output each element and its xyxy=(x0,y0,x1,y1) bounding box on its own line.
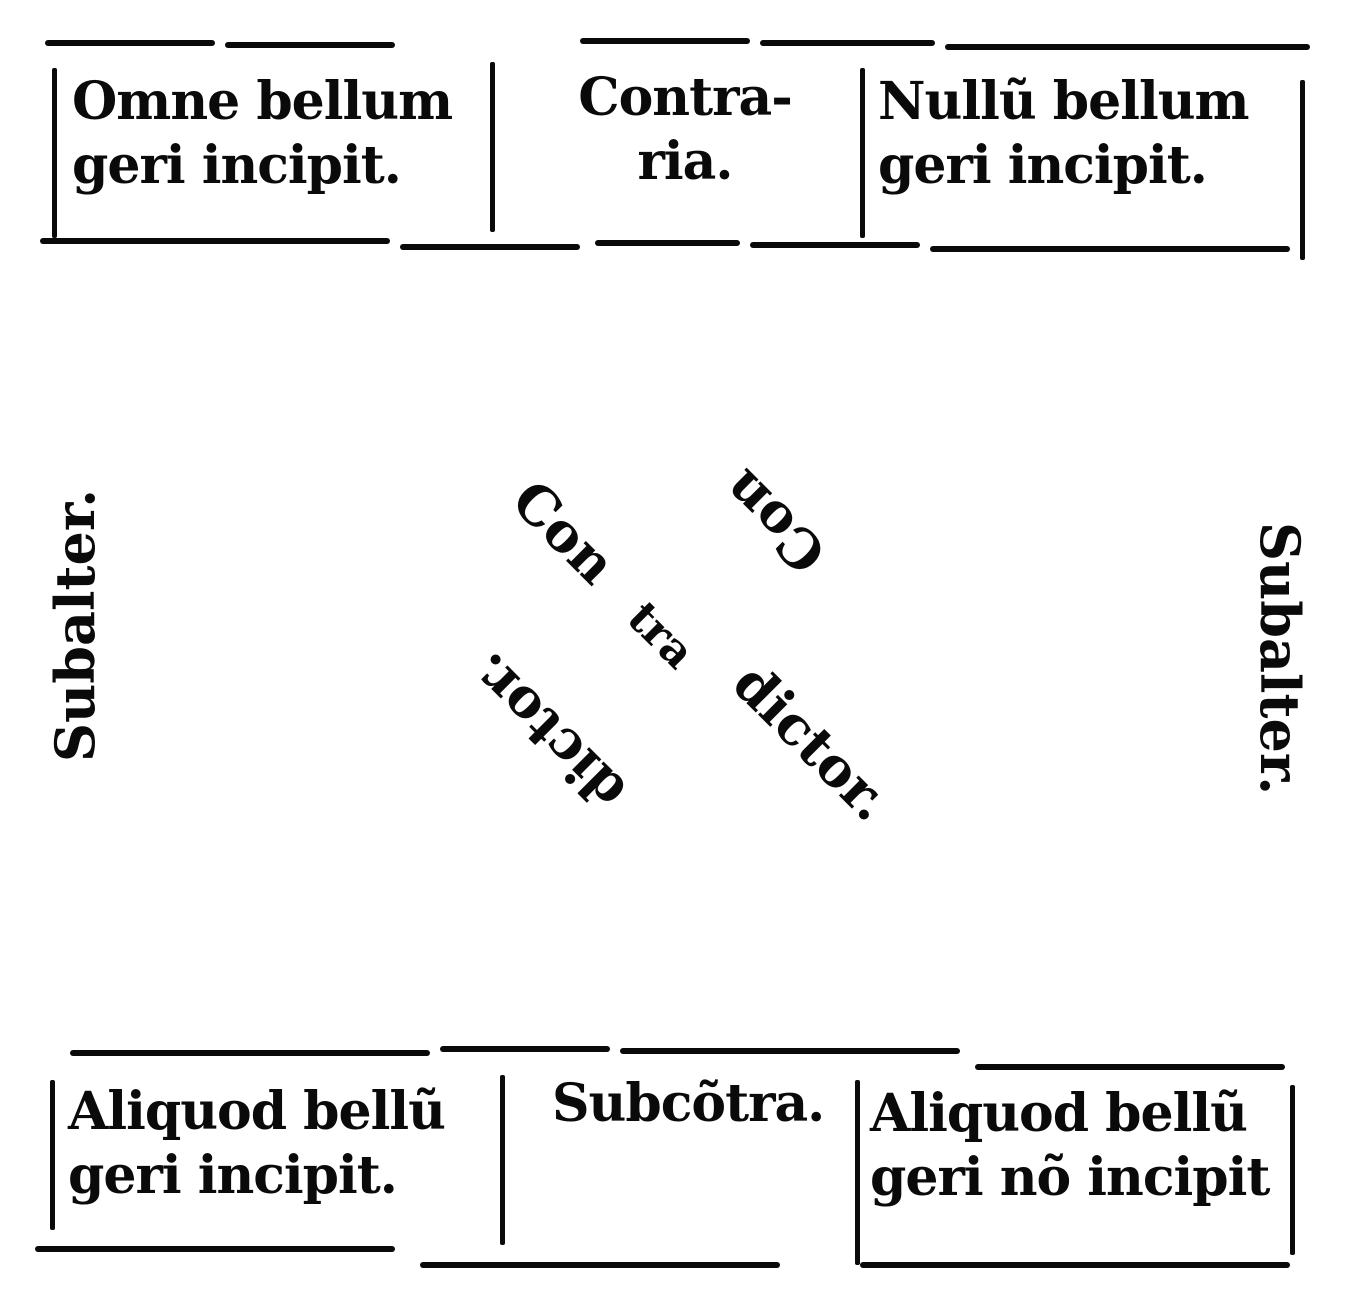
diagonal-dictor-2: dictor. xyxy=(455,640,639,824)
rule xyxy=(45,40,215,46)
contraria-line2: ria. xyxy=(637,131,734,192)
rule xyxy=(945,44,1310,50)
rule xyxy=(750,242,920,248)
o-proposition-line1: Aliquod bellũ xyxy=(870,1083,1248,1144)
bracket xyxy=(490,62,495,232)
rule xyxy=(580,38,750,44)
subcontraria-label: Subcõtra. xyxy=(552,1073,825,1134)
rule xyxy=(860,1262,1290,1268)
o-proposition-line2: geri nõ incipit xyxy=(870,1147,1270,1208)
bottom-middle-box: Subcõtra. xyxy=(552,1072,825,1136)
top-left-box: Omne bellum geri incipit. xyxy=(72,70,453,198)
diagonal-dictor-1: dictor. xyxy=(720,650,904,834)
contraria-line1: Contra- xyxy=(578,67,793,128)
rule xyxy=(930,246,1290,252)
i-proposition-line2: geri incipit. xyxy=(68,1145,398,1206)
bottom-right-box: Aliquod bellũ geri nõ incipit xyxy=(870,1082,1270,1210)
bracket xyxy=(1300,80,1305,260)
bracket xyxy=(52,68,57,238)
rule xyxy=(440,1046,610,1052)
bracket xyxy=(860,68,865,238)
bracket xyxy=(1290,1085,1295,1255)
e-proposition-line2: geri incipit. xyxy=(878,135,1208,196)
rule xyxy=(70,1050,430,1056)
rule xyxy=(760,40,935,46)
rule xyxy=(595,240,740,246)
i-proposition-line1: Aliquod bellũ xyxy=(68,1081,446,1142)
diagonal-con-1: Con xyxy=(499,467,629,597)
subalter-left: Subalter. xyxy=(43,488,107,762)
a-proposition-line2: geri incipit. xyxy=(72,135,402,196)
top-middle-box: Contra- ria. xyxy=(555,66,815,194)
subalter-right: Subalter. xyxy=(1248,522,1312,796)
rule xyxy=(35,1246,395,1252)
top-right-box: Nullũ bellum geri incipit. xyxy=(878,70,1250,198)
bracket xyxy=(500,1075,505,1245)
bracket xyxy=(50,1080,55,1230)
a-proposition-line1: Omne bellum xyxy=(72,71,453,132)
e-proposition-line1: Nullũ bellum xyxy=(878,71,1250,132)
rule xyxy=(400,244,580,250)
rule xyxy=(225,42,395,48)
rule xyxy=(420,1262,780,1268)
bottom-left-box: Aliquod bellũ geri incipit. xyxy=(68,1080,446,1208)
bracket xyxy=(855,1080,860,1265)
diagonal-con-2: Con xyxy=(709,457,839,587)
rule xyxy=(975,1064,1285,1070)
rule xyxy=(620,1048,960,1054)
diagonal-tra: tra xyxy=(617,592,705,679)
rule xyxy=(40,238,390,244)
